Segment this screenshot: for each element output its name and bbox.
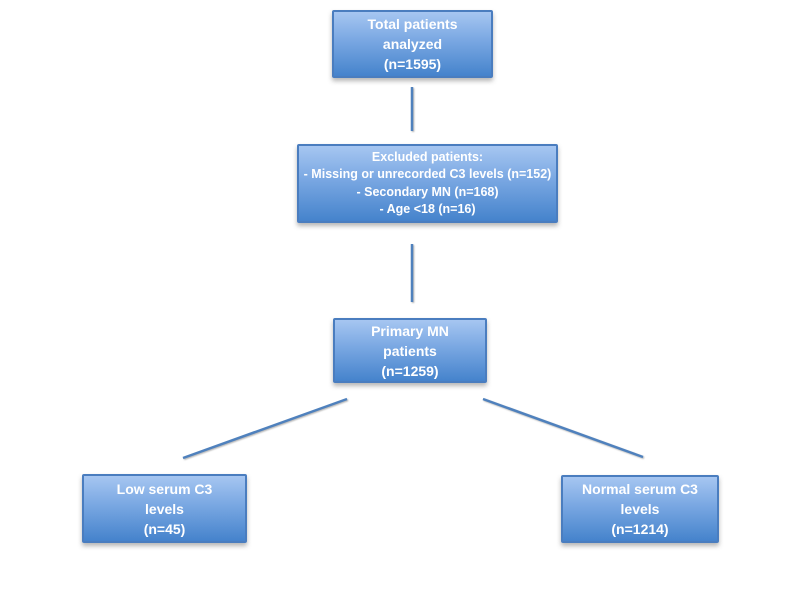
low-serum-c3-box: Low serum C3 levels (n=45) <box>82 474 247 543</box>
node-text-line: levels <box>620 501 660 517</box>
node-text-line: (n=1214) <box>611 521 669 537</box>
total-patients-box: Total patients analyzed (n=1595) <box>332 10 493 78</box>
normal-serum-c3-box: Normal serum C3 levels (n=1214) <box>561 475 719 543</box>
node-text-line: (n=1595) <box>383 56 442 72</box>
excluded-patients-box: Excluded patients: - Missing or unrecord… <box>297 144 558 223</box>
node-text-line: Excluded patients: <box>371 149 484 164</box>
node-text-line: Primary MN <box>371 322 449 339</box>
node-text-line: - Missing or unrecorded C3 levels (n=152… <box>303 167 552 181</box>
node-text-line: analyzed <box>382 36 443 52</box>
node-text-line: Total patients <box>367 16 458 32</box>
connector-primary-to-normal <box>482 397 644 459</box>
node-text-line: - Secondary MN (n=168) <box>356 184 499 199</box>
node-text-line: Low serum C3 <box>116 480 213 497</box>
node-text-line: levels <box>145 500 184 517</box>
connector-primary-to-low <box>182 397 348 460</box>
node-text-line: patients <box>383 342 437 359</box>
node-text-line: Normal serum C3 <box>582 481 698 497</box>
node-text-line: - Age <18 (n=16) <box>379 202 476 216</box>
primary-mn-patients-box: Primary MN patients (n=1259) <box>333 318 487 383</box>
node-text-line: (n=1259) <box>381 362 439 379</box>
node-text-line: (n=45) <box>143 520 186 537</box>
